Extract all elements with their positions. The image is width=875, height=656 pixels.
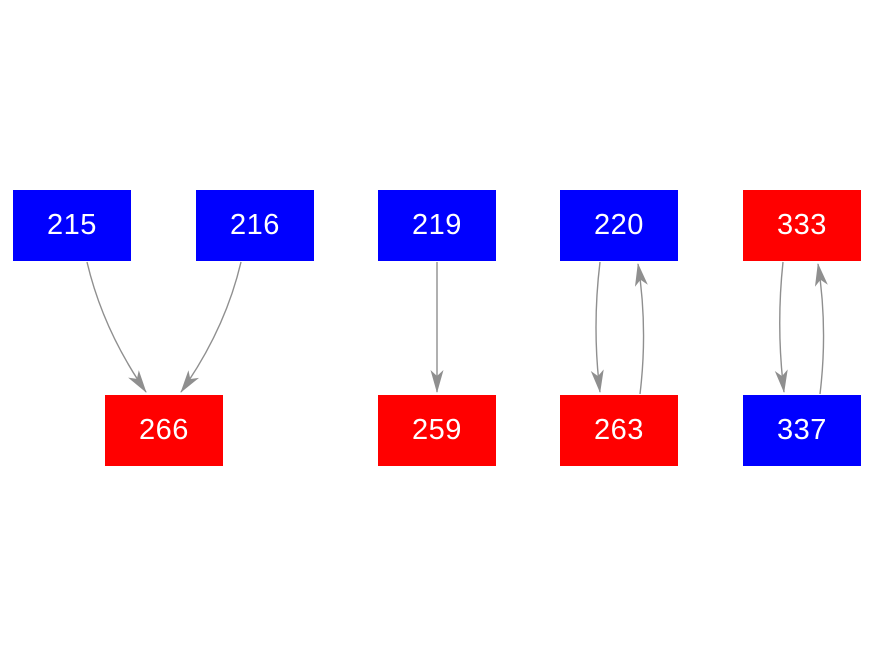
node-label: 216 xyxy=(230,209,280,241)
node-219: 219 xyxy=(378,190,496,261)
node-label: 333 xyxy=(777,209,827,241)
node-216: 216 xyxy=(196,190,314,261)
node-263: 263 xyxy=(560,395,678,466)
node-label: 266 xyxy=(139,414,189,446)
node-label: 215 xyxy=(47,209,97,241)
node-label: 259 xyxy=(412,414,462,446)
node-label: 337 xyxy=(777,414,827,446)
node-label: 220 xyxy=(594,209,644,241)
node-label: 263 xyxy=(594,414,644,446)
node-333: 333 xyxy=(743,190,861,261)
node-220: 220 xyxy=(560,190,678,261)
node-label: 219 xyxy=(412,209,462,241)
node-266: 266 xyxy=(105,395,223,466)
node-259: 259 xyxy=(378,395,496,466)
node-337: 337 xyxy=(743,395,861,466)
node-215: 215 xyxy=(13,190,131,261)
